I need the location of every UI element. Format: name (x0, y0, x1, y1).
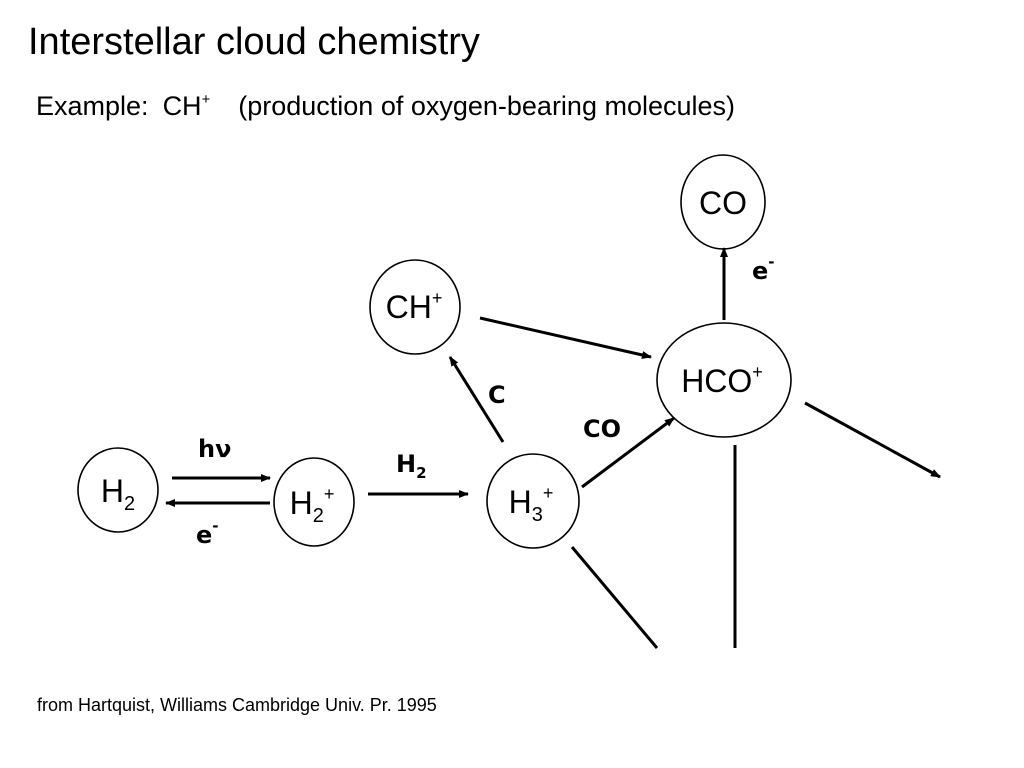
node-h2plus-label: H2+ (290, 484, 335, 527)
node-h2-label: H2 (101, 473, 135, 515)
subtitle-species-charge: + (201, 91, 211, 108)
arrow-h3plus-to-chplus (448, 356, 505, 443)
node-chplus-circle (369, 259, 461, 355)
node-chplus-label: CH+ (386, 288, 443, 325)
node-hcoplus-circle (656, 322, 792, 438)
subtitle-species: CH (162, 91, 202, 121)
slide-subtitle: Example: CH+ (production of oxygen-bearing… (36, 90, 735, 122)
label-carbon: C (488, 381, 506, 409)
label-photon: hν (198, 435, 231, 463)
node-co: CO (680, 154, 766, 250)
citation-footer: from Hartquist, Williams Cambridge Univ.… (37, 695, 437, 715)
slide-title: Interstellar cloud chemistry (28, 21, 480, 63)
arrow-h3plus-to-hcoplus (581, 416, 675, 489)
node-h3plus-label: H3+ (509, 483, 554, 526)
label-electron-dissociative: e- (752, 253, 775, 285)
node-h3plus-circle (486, 453, 580, 549)
node-h2plus-circle (273, 457, 355, 547)
label-electron-recombination: e- (196, 517, 219, 549)
node-co-label: CO (699, 185, 747, 221)
arrow-hcoplus-to-right (804, 401, 941, 479)
node-h2: H2 (77, 447, 159, 533)
node-hcoplus: HCO+ (656, 322, 792, 438)
line-h3plus-down (570, 546, 659, 649)
node-hcoplus-label: HCO+ (681, 362, 763, 399)
node-chplus: CH+ (369, 259, 461, 355)
node-h3plus: H3+ (486, 453, 580, 549)
label-h2-reactant: H2 (396, 450, 427, 482)
label-co-reactant: CO (583, 415, 621, 443)
arrow-chplus-to-hcoplus (479, 316, 652, 359)
node-h2-circle (77, 447, 159, 533)
node-h2plus: H2+ (273, 457, 355, 547)
subtitle-example-label: Example: (36, 91, 149, 121)
subtitle-note: (production of oxygen-bearing molecules) (238, 91, 736, 121)
